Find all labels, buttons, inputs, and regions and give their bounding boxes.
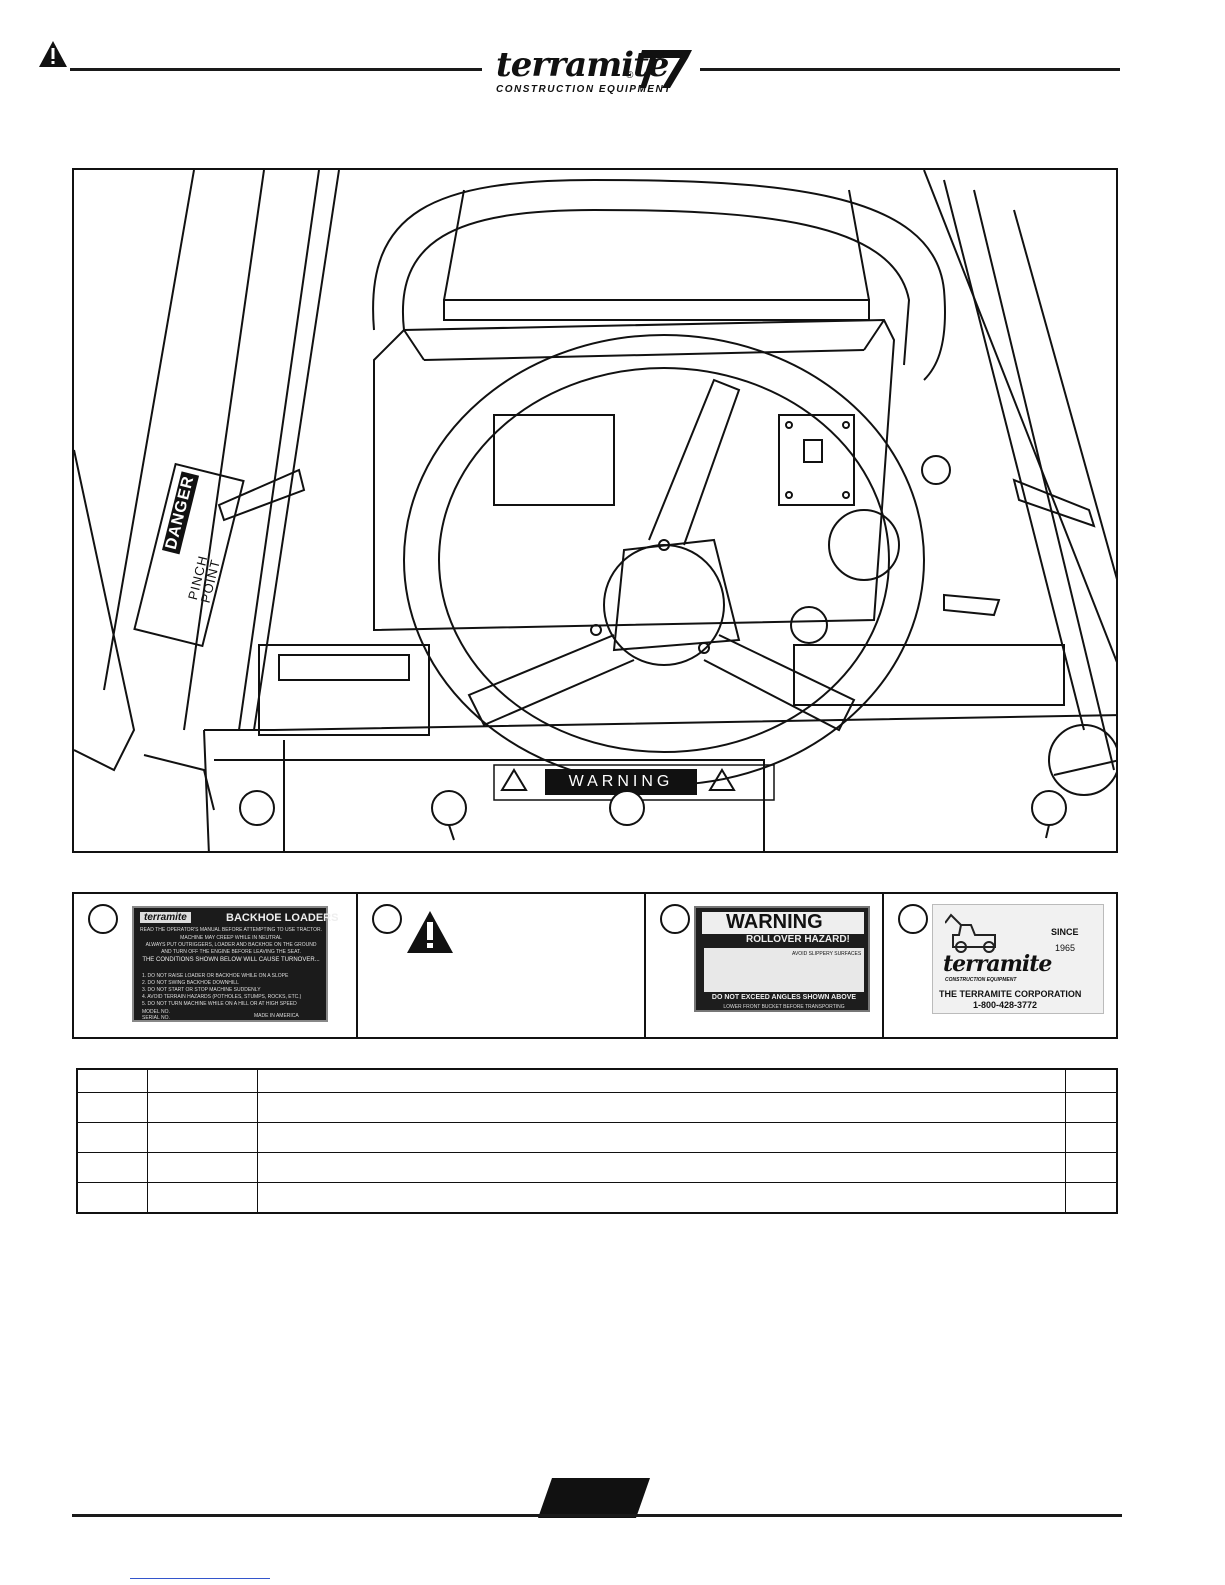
- decal-item-3: 3. DO NOT START OR STOP MACHINE SUDDENLY: [142, 987, 261, 993]
- decal-brand-wordmark: terramite: [943, 951, 1052, 977]
- table-cell: [1064, 1122, 1118, 1153]
- decal-made-in: MADE IN AMERICA: [254, 1013, 299, 1019]
- decal-serial-label: SERIAL NO.: [142, 1015, 170, 1021]
- decal-item-1: 1. DO NOT RAISE LOADER OR BACKHOE WHILE …: [142, 973, 289, 979]
- right-lever: [1012, 478, 1096, 528]
- table-cell: [256, 1152, 1066, 1183]
- table-cell: [76, 1122, 148, 1153]
- header-rule-left: [70, 68, 482, 71]
- brand-logo-registered: ®: [626, 70, 634, 81]
- decal-brand: terramite: [140, 912, 191, 923]
- brand-logo-wordmark: terramite: [496, 45, 669, 85]
- table-cell: [256, 1122, 1066, 1153]
- decal-item-5: 5. DO NOT TURN MACHINE WHILE ON A HILL O…: [142, 1001, 297, 1007]
- brand-logo-model: [640, 48, 694, 92]
- table-row: [76, 1122, 1118, 1153]
- rollover-decal-bottom-sub: LOWER FRONT BUCKET BEFORE TRANSPORTING: [723, 1004, 845, 1010]
- decal-cell-2: [358, 894, 646, 1037]
- footer-rule: [72, 1514, 1122, 1517]
- decal-callout-3: [660, 904, 690, 934]
- ignition-panel: [778, 414, 855, 506]
- table-header-cell: [76, 1068, 148, 1093]
- decal-line-3: ALWAYS PUT OUTRIGGERS, LOADER AND BACKHO…: [145, 942, 317, 948]
- decal-line-2: MACHINE MAY CREEP WHILE IN NEUTRAL: [180, 935, 282, 941]
- steering-wheel: [403, 334, 925, 786]
- left-cab-pillar: [74, 170, 340, 811]
- brand-logo-subline: CONSTRUCTION EQUIPMENT: [496, 84, 672, 95]
- table-cell: [1064, 1092, 1118, 1123]
- table-cell: [146, 1122, 258, 1153]
- dashboard-illustration: DANGER PINCH POINT WARNING: [72, 168, 1118, 853]
- warning-triangle-icon: [406, 910, 454, 954]
- table-cell: [146, 1092, 258, 1123]
- rollover-decal-title: WARNING: [726, 911, 823, 933]
- table-cell: [146, 1152, 258, 1183]
- table-cell: [146, 1182, 258, 1214]
- dash-warning-decal: [493, 764, 775, 801]
- table-cell: [256, 1092, 1066, 1123]
- decal-cell-3: WARNING ROLLOVER HAZARD! AVOID SLIPPERY …: [646, 894, 884, 1037]
- warning-triangle-icon: [38, 40, 68, 68]
- terramite-corporation-decal: SINCE 1965 terramite CONSTRUCTION EQUIPM…: [932, 904, 1104, 1014]
- decal-model-label: MODEL NO.: [142, 1009, 170, 1015]
- rollover-decal-subtitle: ROLLOVER HAZARD!: [746, 934, 850, 945]
- table-header-cell: [146, 1068, 258, 1093]
- table-cell: [76, 1092, 148, 1123]
- table-row: [76, 1092, 1118, 1123]
- callout-4: [1031, 790, 1067, 839]
- header-rule-right: [700, 68, 1120, 71]
- dash-panel: [373, 318, 896, 632]
- footer-link-underline[interactable]: [130, 1578, 270, 1579]
- decal-title: BACKHOE LOADERS: [226, 912, 339, 924]
- rollbar: [372, 178, 946, 381]
- decal-line-1: READ THE OPERATOR'S MANUAL BEFORE ATTEMP…: [139, 927, 322, 933]
- warning-word: WARNING: [568, 773, 674, 790]
- backhoe-loaders-decal: terramite BACKHOE LOADERS READ THE OPERA…: [132, 906, 338, 1022]
- table-row: [76, 1182, 1118, 1214]
- table-header-cell: [256, 1068, 1066, 1093]
- parts-table: [76, 1068, 1118, 1214]
- gauge: [828, 509, 900, 581]
- decal-strip: terramite BACKHOE LOADERS READ THE OPERA…: [72, 892, 1118, 1039]
- decal-item-4: 4. AVOID TERRAIN HAZARDS (POTHOLES, STUM…: [142, 994, 302, 1000]
- callout-3: [609, 790, 645, 826]
- right-cab-pillar: [923, 170, 1116, 771]
- rollover-hazard-decal: WARNING ROLLOVER HAZARD! AVOID SLIPPERY …: [694, 906, 870, 1012]
- callout-1: [239, 790, 275, 826]
- decal-since: SINCE: [1051, 927, 1079, 937]
- decal-cell-1: terramite BACKHOE LOADERS READ THE OPERA…: [74, 894, 358, 1037]
- callout-2: [431, 790, 467, 841]
- left-lever: [217, 468, 306, 522]
- decal-callout-1: [88, 904, 118, 934]
- table-cell: [1064, 1182, 1118, 1214]
- danger-pinch-point-decal: [133, 462, 245, 648]
- table-cell: [76, 1182, 148, 1214]
- table-header-row: [76, 1068, 1118, 1093]
- decal-subtitle: THE CONDITIONS SHOWN BELOW WILL CAUSE TU…: [142, 957, 320, 963]
- page-number-tab: [538, 1478, 650, 1518]
- table-cell: [256, 1182, 1066, 1214]
- table-row: [76, 1152, 1118, 1183]
- backhoe-icon: [944, 913, 1005, 953]
- decal-phone: 1-800-428-3772: [973, 1000, 1038, 1010]
- rollover-decal-note: AVOID SLIPPERY SURFACES: [792, 951, 862, 957]
- decal-cell-4: SINCE 1965 terramite CONSTRUCTION EQUIPM…: [884, 894, 1120, 1037]
- table-header-cell: [1064, 1068, 1118, 1093]
- decal-item-2: 2. DO NOT SWING BACKHOE DOWNHILL: [142, 980, 239, 986]
- decal-brand-sub: CONSTRUCTION EQUIPMENT: [945, 977, 1017, 983]
- decal-callout-4: [898, 904, 928, 934]
- decal-callout-2: [372, 904, 402, 934]
- decal-company: THE TERRAMITE CORPORATION: [939, 989, 1082, 999]
- decal-line-4: AND TURN OFF THE ENGINE BEFORE LEAVING T…: [161, 949, 301, 955]
- rollover-decal-bottom: DO NOT EXCEED ANGLES SHOWN ABOVE: [711, 994, 857, 1001]
- table-cell: [1064, 1152, 1118, 1183]
- table-cell: [76, 1152, 148, 1183]
- decal-year: 1965: [1055, 943, 1076, 953]
